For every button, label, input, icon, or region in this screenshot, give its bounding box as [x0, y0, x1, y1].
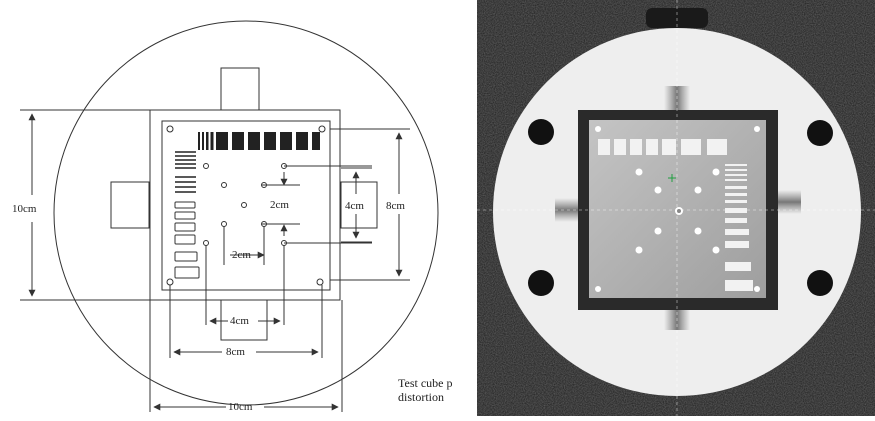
- mri-right-bars: [725, 164, 753, 291]
- outer-square: [149, 109, 341, 301]
- label-inner-height: 8cm: [386, 200, 405, 212]
- top-block: [220, 67, 260, 111]
- slot-column-left: [174, 201, 200, 279]
- mri-marker-hole: [528, 270, 554, 296]
- resolution-bars-left: [175, 151, 196, 193]
- corner-hole: [316, 278, 324, 286]
- caption-line-1: Test cube p: [398, 376, 453, 390]
- label-hole-spacing-vertical: 2cm: [270, 199, 289, 211]
- dim-10cm-horizontal: [149, 300, 343, 412]
- outer-circle: [53, 20, 439, 406]
- crosshair-icon: [668, 174, 676, 182]
- dimension-labels: 10cm 8cm 4cm 2cm 2cm 4cm 8cm 10cm: [12, 199, 405, 413]
- dim-2cm-vertical: [262, 165, 372, 244]
- right-block: [340, 181, 378, 229]
- label-inner-width: 8cm: [226, 346, 245, 358]
- phantom-schematic: [20, 20, 439, 412]
- dim-2cm-horizontal: [223, 226, 265, 265]
- label-outer-height: 10cm: [12, 203, 37, 215]
- caption-line-2: distortion: [398, 390, 445, 404]
- mri-marker-hole: [528, 119, 554, 145]
- label-outer-width: 10cm: [228, 401, 253, 413]
- mri-top-blocks: [598, 139, 727, 155]
- mri-grid-dots: [595, 126, 760, 292]
- mri-marker-hole: [807, 270, 833, 296]
- dim-4cm-horizontal: [205, 245, 285, 325]
- corner-hole: [318, 125, 326, 133]
- dim-8cm-vertical: [330, 128, 410, 281]
- dim-8cm-horizontal: [169, 285, 323, 358]
- dim-4cm-vertical: [341, 167, 372, 243]
- resolution-bars-top: [198, 132, 320, 150]
- corner-hole: [166, 125, 174, 133]
- mri-marker-hole: [807, 120, 833, 146]
- label-block-height: 4cm: [345, 200, 364, 212]
- inner-plate: [161, 120, 331, 291]
- dim-10cm-vertical: [20, 109, 150, 301]
- label-block-width: 4cm: [230, 315, 249, 327]
- left-block: [110, 181, 150, 229]
- label-hole-spacing-horizontal: 2cm: [232, 249, 251, 261]
- mri-image: [477, 0, 875, 416]
